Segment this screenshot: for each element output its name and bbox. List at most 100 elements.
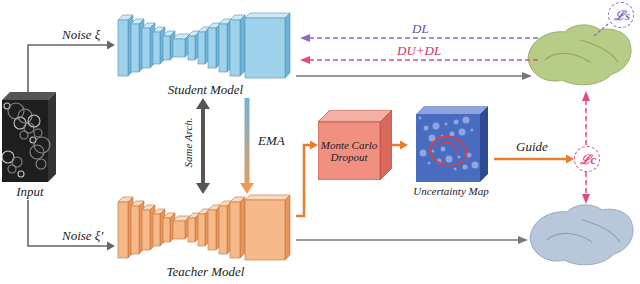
connector xyxy=(28,41,115,93)
connector xyxy=(28,200,115,251)
network-layer xyxy=(188,218,195,242)
network-layer xyxy=(198,214,205,246)
box-top xyxy=(318,110,392,122)
teacher-output-shape xyxy=(530,205,633,265)
node-label: Monte Carlo Dropout xyxy=(320,123,378,179)
cell-texture xyxy=(30,145,44,159)
edge-label: EMA xyxy=(256,133,287,148)
connector-line xyxy=(296,145,311,216)
network-layer xyxy=(245,18,285,78)
connector xyxy=(196,98,210,194)
uncertainty-speckle xyxy=(446,156,453,163)
input-volume: Input xyxy=(2,92,58,200)
uncertainty-contour xyxy=(430,136,467,165)
uncertainty-speckle xyxy=(441,147,446,152)
network-layer xyxy=(173,221,185,239)
uncertainty-speckle xyxy=(420,150,427,157)
uncertainty-contour xyxy=(438,142,456,154)
network-layer xyxy=(208,210,216,250)
shape-shading xyxy=(547,220,620,242)
box-side xyxy=(380,110,392,180)
layer-top xyxy=(245,195,290,200)
arrow-head xyxy=(240,183,254,194)
student-network-art xyxy=(115,12,296,80)
network-layer xyxy=(142,28,150,68)
student-network: Student Model xyxy=(115,12,296,98)
dataset-label: DU+DL xyxy=(395,43,443,58)
volume-front xyxy=(2,100,48,182)
loss-leader-line xyxy=(594,24,608,36)
connector xyxy=(392,141,408,150)
uncertainty-speckle xyxy=(433,123,440,130)
network-layer xyxy=(198,32,205,64)
uncertainty-speckle xyxy=(419,117,422,120)
arrow-head xyxy=(522,72,532,80)
arrow-head xyxy=(196,183,210,194)
network-layer xyxy=(163,36,170,60)
labeled-dashed-arrow xyxy=(309,59,538,61)
teacher-network: Teacher Model xyxy=(115,194,296,282)
uncertainty-speckle xyxy=(454,168,457,171)
loss-symbol: ℒc xyxy=(575,147,601,173)
node-label: Input xyxy=(2,184,58,200)
cell-texture xyxy=(8,103,24,119)
network-layer xyxy=(208,28,216,68)
network-layer xyxy=(230,20,240,76)
arrow-head xyxy=(107,242,115,251)
uncertainty-speckle xyxy=(432,150,435,153)
box-front xyxy=(318,122,380,180)
network-layer xyxy=(230,202,240,258)
cell-texture xyxy=(34,137,50,153)
node-label: Uncertainty Map xyxy=(408,184,494,198)
network-layer xyxy=(219,24,227,72)
arrow-head xyxy=(310,141,318,150)
network-layer xyxy=(118,20,128,76)
network-layer xyxy=(153,32,160,64)
connector xyxy=(296,141,318,217)
node-label: Student Model xyxy=(115,82,296,98)
uncertainty-speckle xyxy=(458,156,461,159)
arrow-head xyxy=(300,56,310,64)
volume-top xyxy=(416,106,488,114)
connector-line xyxy=(392,144,401,147)
loss-circle: ℒc xyxy=(574,146,600,172)
network-layer xyxy=(131,24,139,72)
output-line xyxy=(296,75,524,77)
connector-line xyxy=(245,98,250,184)
edge-label: Same Arch. xyxy=(180,115,195,169)
cell-texture xyxy=(36,159,46,169)
arrow-head xyxy=(300,34,310,42)
edge-label: Guide xyxy=(514,139,550,154)
connector-line xyxy=(28,45,108,92)
cell-texture xyxy=(18,171,24,177)
loss-circle: ℒs xyxy=(608,2,634,28)
network-layer xyxy=(188,36,195,60)
loss-symbol: ℒs xyxy=(609,3,635,29)
uncertainty-speckle xyxy=(463,165,468,170)
uncertainty-speckle xyxy=(424,126,429,131)
connector xyxy=(494,155,574,164)
layer-side xyxy=(240,197,245,258)
uncertainty-speckle xyxy=(471,129,474,132)
uncertainty-map: Uncertainty Map xyxy=(408,106,494,198)
connector-line xyxy=(28,200,108,246)
volume-side xyxy=(48,92,56,182)
volume-top xyxy=(2,92,56,100)
volume-side xyxy=(480,106,488,182)
input-volume-art xyxy=(2,92,58,182)
uncertainty-speckle xyxy=(463,117,470,124)
uncertainty-speckle xyxy=(454,120,459,125)
arrow-head xyxy=(196,98,210,109)
layer-side xyxy=(285,13,290,78)
network-layer xyxy=(131,206,139,254)
edge-label: Noise ξ' xyxy=(60,228,105,243)
teacher-network-art xyxy=(115,194,296,262)
uncertainty-speckle xyxy=(459,129,466,136)
uncertainty-speckle xyxy=(472,162,479,169)
arrow-head xyxy=(566,155,574,164)
layer-side xyxy=(240,15,245,76)
uncertainty-speckle xyxy=(445,123,448,126)
network-layer xyxy=(219,206,227,254)
cell-texture xyxy=(28,115,40,127)
connector xyxy=(240,98,254,194)
